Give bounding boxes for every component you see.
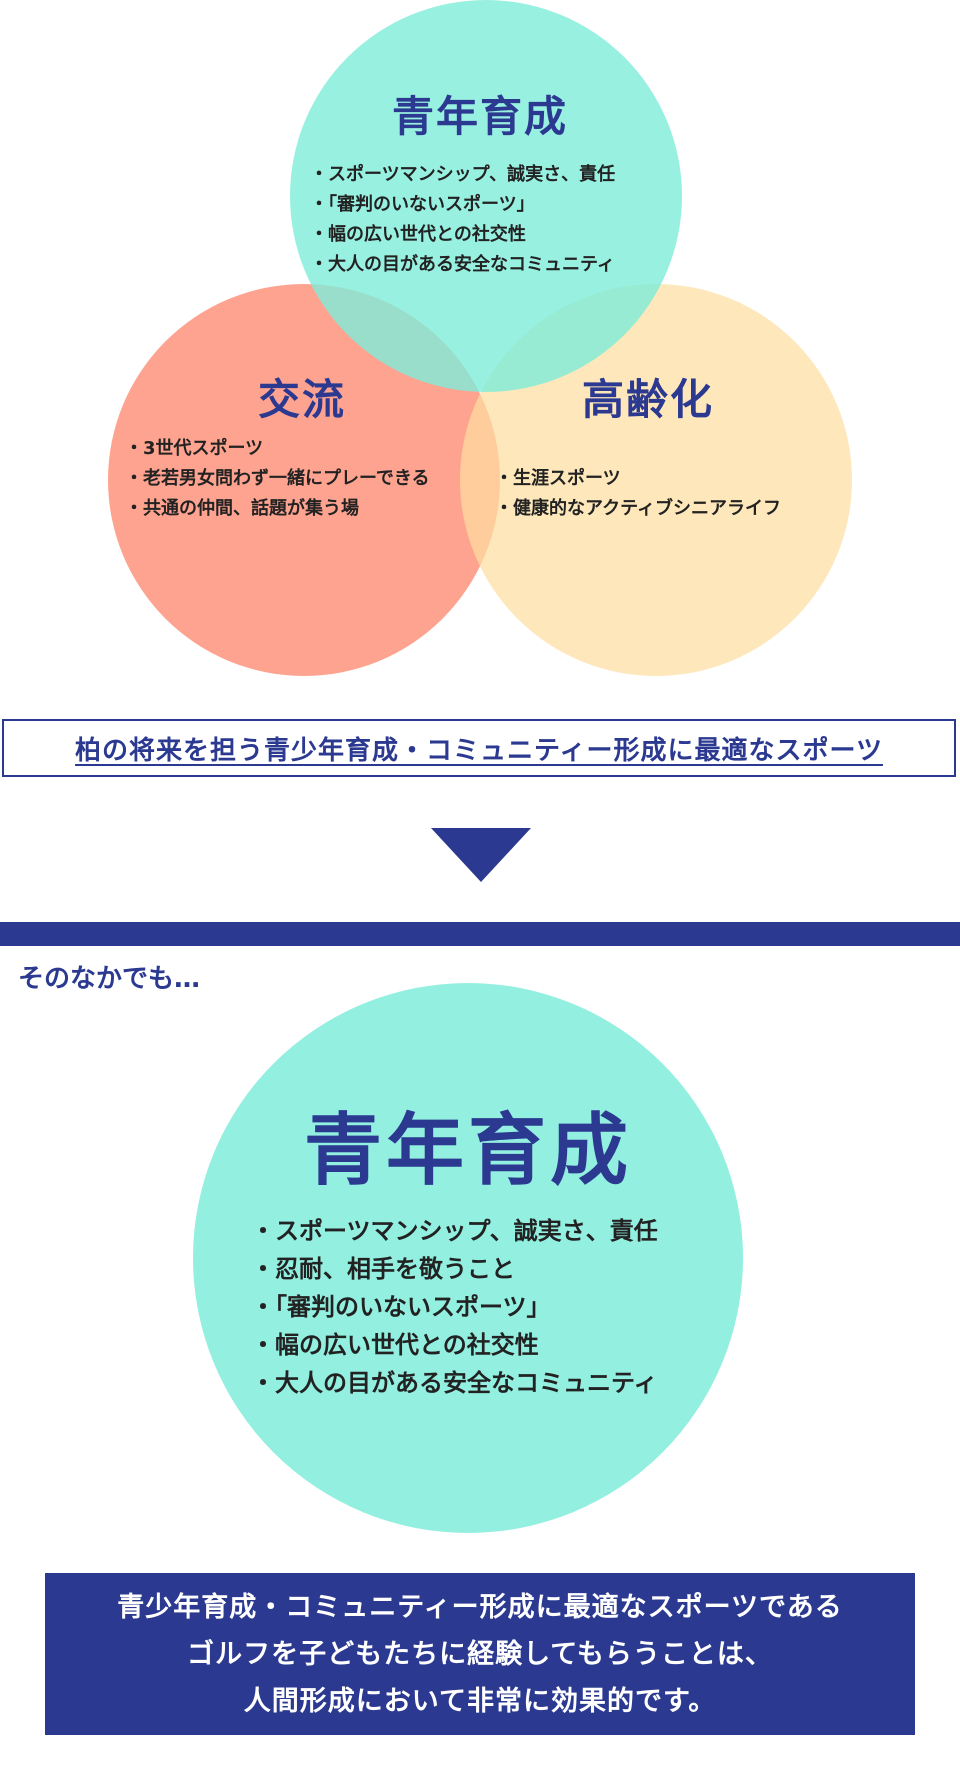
lead-text: そのなかでも… (18, 964, 201, 994)
divider-band (0, 922, 960, 946)
down-arrow-icon (431, 828, 531, 882)
list-item: 「審判のいないスポーツ」 (310, 190, 615, 220)
list-item: 幅の広い世代との社交性 (310, 220, 615, 250)
aging-title: 高齢化 (582, 375, 715, 424)
conclusion-line: 青少年育成・コミュニティー形成に最適なスポーツである (117, 1591, 843, 1623)
youth-list: スポーツマンシップ、誠実さ、責任 「審判のいないスポーツ」 幅の広い世代との社交… (310, 160, 615, 280)
list-item: スポーツマンシップ、誠実さ、責任 (251, 1212, 658, 1250)
conclusion-line: ゴルフを子どもたちに経験してもらうことは、 (187, 1638, 773, 1670)
aging-list: 生涯スポーツ 健康的なアクティブシニアライフ (495, 464, 781, 524)
list-item: 3世代スポーツ (125, 434, 430, 464)
list-item: 大人の目がある安全なコミュニティ (251, 1364, 658, 1402)
conclusion-box: 青少年育成・コミュニティー形成に最適なスポーツである ゴルフを子どもたちに経験し… (45, 1573, 915, 1735)
list-item: 忍耐、相手を敬うこと (251, 1250, 658, 1288)
list-item: 「審判のいないスポーツ」 (251, 1288, 658, 1326)
summary-banner: 柏の将来を担う青少年育成・コミュニティー形成に最適なスポーツ (2, 719, 956, 777)
list-item: 老若男女問わず一緒にプレーできる (125, 464, 430, 494)
list-item: スポーツマンシップ、誠実さ、責任 (310, 160, 615, 190)
conclusion-line: 人間形成において非常に効果的です。 (243, 1685, 717, 1717)
list-item: 幅の広い世代との社交性 (251, 1326, 658, 1364)
focus-title: 青年育成 (303, 1106, 632, 1196)
banner-text: 柏の将来を担う青少年育成・コミュニティー形成に最適なスポーツ (75, 735, 883, 766)
list-item: 生涯スポーツ (495, 464, 781, 494)
exchange-list: 3世代スポーツ 老若男女問わず一緒にプレーできる 共通の仲間、話題が集う場 (125, 434, 430, 524)
list-item: 共通の仲間、話題が集う場 (125, 494, 430, 524)
list-item: 健康的なアクティブシニアライフ (495, 494, 781, 524)
exchange-title: 交流 (258, 375, 347, 424)
youth-title: 青年育成 (392, 92, 569, 141)
focus-list: スポーツマンシップ、誠実さ、責任 忍耐、相手を敬うこと 「審判のいないスポーツ」… (251, 1212, 658, 1402)
list-item: 大人の目がある安全なコミュニティ (310, 250, 615, 280)
